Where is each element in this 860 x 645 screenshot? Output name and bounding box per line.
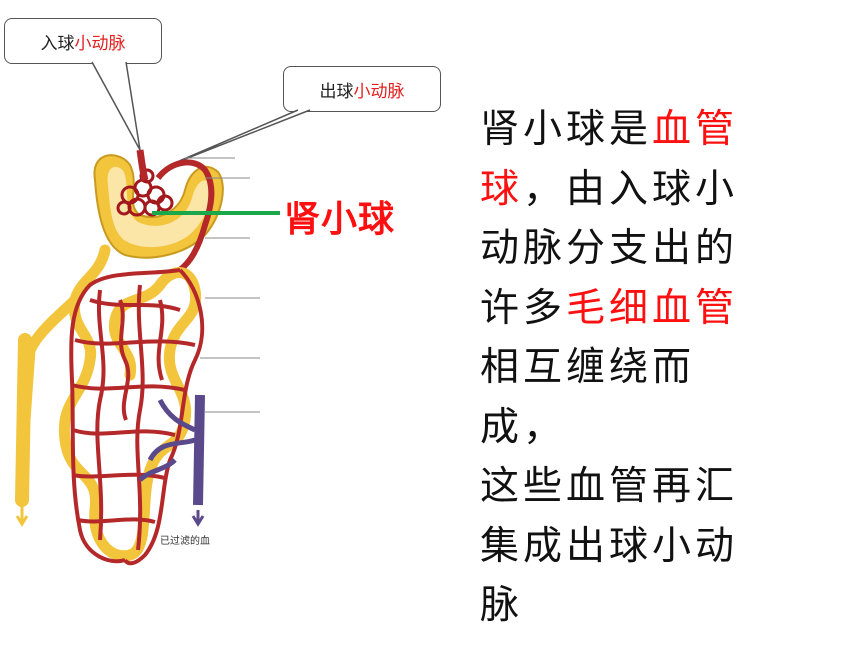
- description-segment: 肾小球是: [480, 107, 653, 152]
- description-highlight: 球: [480, 166, 524, 212]
- peritubular-capillaries: [69, 268, 205, 566]
- efferent-callout-highlight: 小动脉: [353, 81, 405, 102]
- description-line: 集成出球小动: [480, 517, 780, 577]
- description-line: 相互缠绕而成，: [480, 338, 780, 457]
- description-highlight: 血管: [652, 107, 739, 152]
- renal-tubules: [19, 244, 202, 562]
- description-highlight: 毛细血管: [566, 285, 739, 331]
- description-segment: 集成出球小动: [480, 523, 739, 569]
- efferent-callout-pointer: [169, 109, 311, 166]
- description-segment: 动脉分支出的: [480, 226, 739, 271]
- description-line: 球，由入球小: [480, 160, 780, 220]
- afferent-callout-pointer: [91, 61, 141, 151]
- afferent-arteriole-callout: 入球小动脉: [4, 18, 162, 64]
- description-segment: 这些血管再汇: [480, 464, 739, 509]
- filtered-blood-label: 已过滤的血: [160, 536, 210, 547]
- description-line: 肾小球是血管: [480, 100, 780, 160]
- description-line: 脉: [480, 576, 780, 636]
- collecting-duct: [15, 333, 32, 507]
- efferent-arteriole: [155, 159, 215, 273]
- description-segment: 许多: [480, 285, 567, 331]
- renal-venule: [138, 398, 197, 482]
- description-line: 动脉分支出的: [480, 219, 780, 279]
- description-line: 这些血管再汇: [480, 457, 780, 517]
- description-segment: ，由入球小: [523, 166, 739, 212]
- glomerulus-tuft: [116, 168, 174, 217]
- afferent-arteriole: [136, 149, 149, 181]
- vein-trunk: [193, 394, 205, 506]
- glomerulus-label: 肾小球: [284, 199, 396, 240]
- description-segment: 相互缠绕而成，: [480, 345, 696, 450]
- efferent-arteriole-callout: 出球小动脉: [283, 66, 441, 112]
- afferent-callout-prefix: 入球: [40, 33, 75, 54]
- efferent-callout-prefix: 出球: [319, 81, 354, 102]
- description-line: 许多毛细血管: [480, 279, 780, 339]
- nephron-diagram: [15, 61, 311, 566]
- description-segment: 脉: [480, 583, 524, 628]
- description-text: 肾小球是血管球，由入球小动脉分支出的许多毛细血管相互缠绕而成，这些血管再汇集成出…: [480, 100, 780, 636]
- afferent-callout-highlight: 小动脉: [74, 33, 126, 54]
